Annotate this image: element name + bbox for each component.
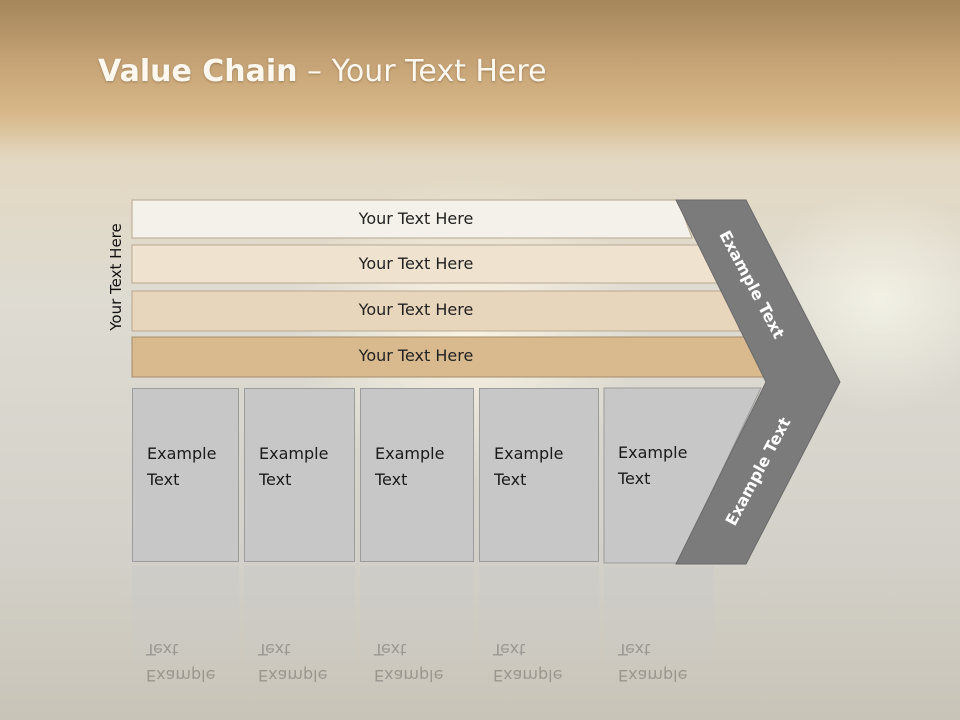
band-1-label: Your Text Here [358,209,474,228]
reflection-text-2: Example Text [258,640,328,685]
activity-box-1: Example Text [132,388,239,562]
reflection-text-1: Example Text [146,640,216,685]
reflection-text-5: Example Text [618,640,688,685]
reflection-box-1: Example Text [132,566,239,696]
band-4-label: Your Text Here [358,346,474,365]
band-2-label: Your Text Here [358,254,474,273]
vertical-label: Your Text Here [107,223,125,331]
activity-box-5-label: Example Text [618,443,688,488]
title-rest: – Your Text Here [297,54,547,89]
activity-box-1-label: Example Text [147,444,217,489]
reflection-box-4: Example Text [479,566,599,696]
activity-box-4: Example Text [479,388,599,562]
activity-box-3: Example Text [360,388,474,562]
reflection-box-2: Example Text [244,566,355,696]
slide-title: Value Chain – Your Text Here [98,54,547,89]
reflection-text-4: Example Text [493,640,563,685]
reflection-box-5: Example Text [604,566,714,696]
activity-box-2-label: Example Text [259,444,329,489]
reflection-area: Example Text Example Text Example Text E… [132,566,772,696]
activity-box-2: Example Text [244,388,355,562]
reflection-text-3: Example Text [374,640,444,685]
reflection-box-3: Example Text [360,566,474,696]
activity-box-4-label: Example Text [494,444,564,489]
band-3-label: Your Text Here [358,300,474,319]
activity-box-3-label: Example Text [375,444,445,489]
title-bold: Value Chain [98,54,298,89]
